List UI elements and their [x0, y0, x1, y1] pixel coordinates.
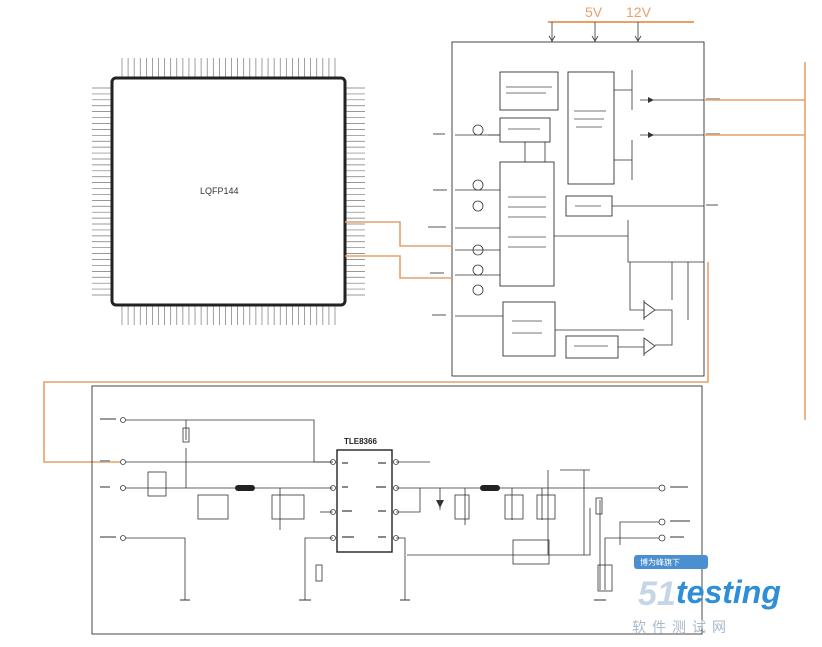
inductor-input: [235, 485, 255, 491]
pmic-chip: [336, 449, 393, 553]
cap-group-3: [454, 494, 470, 520]
sbc-block-monitor: [499, 71, 559, 111]
mcu-pins: [92, 58, 365, 325]
cap-group-4: [504, 494, 524, 520]
regulator-outline: [91, 385, 703, 635]
sbc-outline: [451, 41, 705, 377]
watermark-brand-word: testing: [676, 574, 781, 610]
voltage-5v-label: 5V: [585, 4, 603, 20]
cap-group-7: [597, 564, 613, 592]
cap-group-2: [271, 494, 305, 520]
watermark-badge: [634, 555, 708, 569]
regulator-block: TLE8366: [91, 385, 703, 635]
sbc-block: [428, 22, 720, 377]
mcu-chip: LQFP144: [92, 58, 365, 325]
sbc-block-control: [499, 161, 555, 287]
inductor-output: [480, 485, 500, 491]
watermark-sub: 软件测试网: [632, 619, 732, 635]
mcu-label: LQFP144: [200, 186, 239, 196]
voltage-12v-label: 12V: [626, 4, 652, 20]
sbc-block-osc: [502, 301, 556, 357]
watermark-brand-num: 51: [638, 575, 676, 613]
cap-group-5: [536, 494, 556, 520]
cap-group-6: [512, 539, 550, 565]
orange-bus-wires: [43, 62, 806, 463]
regulator-terminals-right: [658, 484, 666, 542]
sbc-block-driver: [567, 71, 615, 185]
pmic-label: TLE8366: [344, 437, 377, 446]
mcu-body: [110, 76, 347, 307]
watermark-badge-text: 博为峰旗下: [640, 557, 680, 567]
tvs-input: [147, 471, 167, 497]
sbc-esd-diodes: [472, 124, 484, 296]
watermark: 博为峰旗下 51 testing 软件测试网: [632, 555, 781, 635]
supply-rail-header: 5V 12V: [548, 4, 694, 23]
cap-group-1: [197, 494, 229, 520]
